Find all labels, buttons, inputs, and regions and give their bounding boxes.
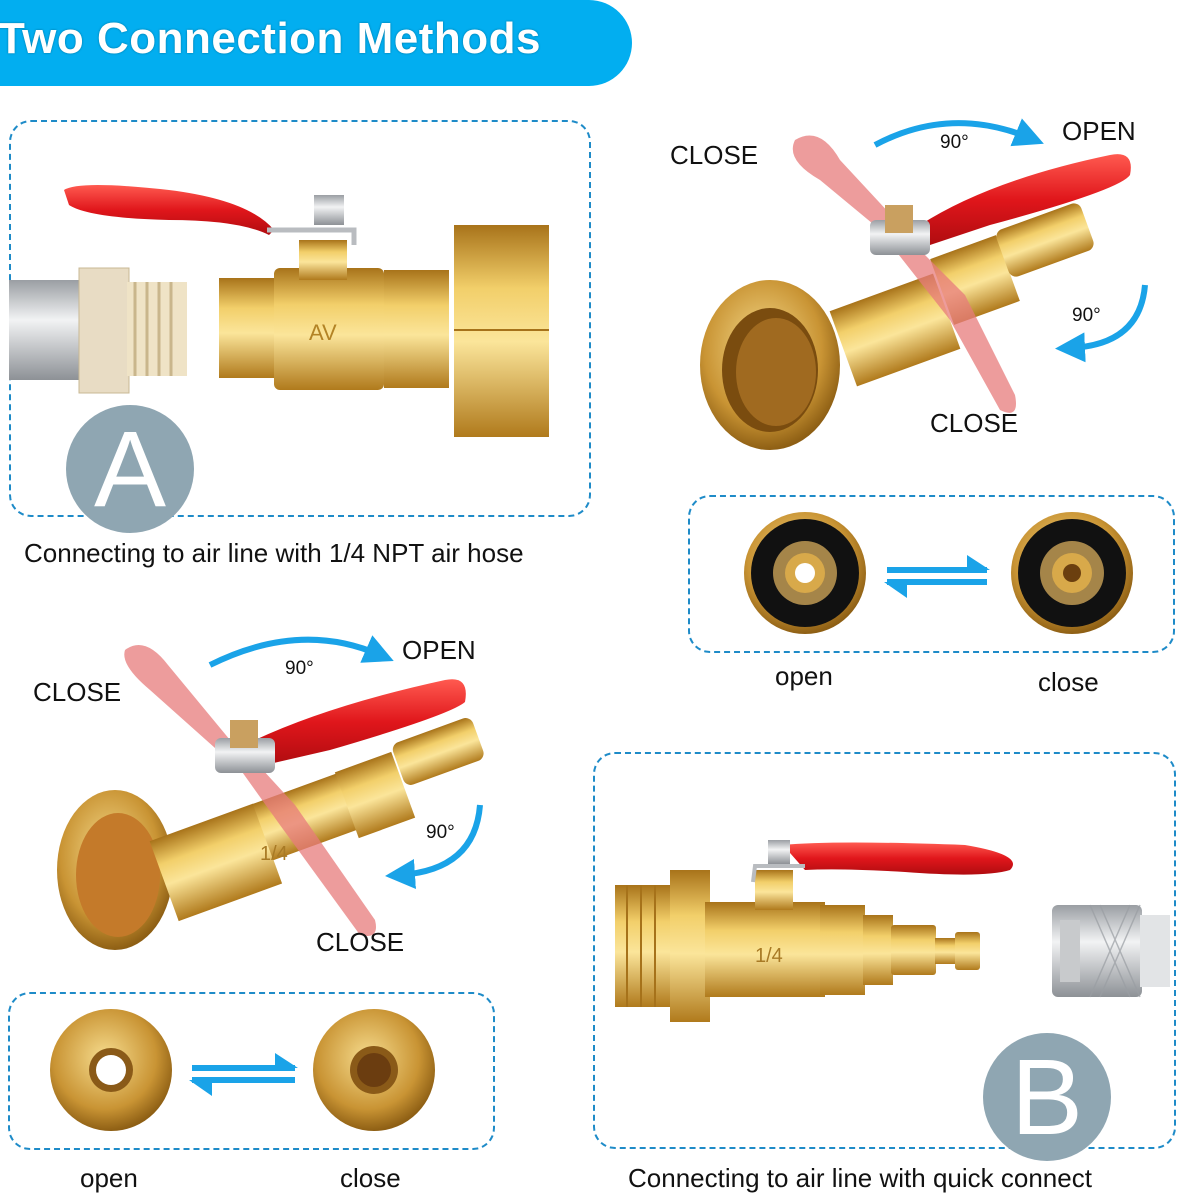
state-panel-right-illustration <box>744 512 1133 634</box>
method-a-illustration: AV <box>9 185 549 437</box>
coupling-hex <box>820 905 865 995</box>
angle-label-top: 90° <box>940 132 969 153</box>
valve-stamp: 1/4 <box>755 945 783 967</box>
state-label-close-2: close <box>340 1163 401 1193</box>
handle-closed-ghost-2 <box>895 240 1016 413</box>
valve-stem-boss <box>755 870 793 910</box>
quick-plug <box>891 925 936 975</box>
angle-label-right: 90° <box>1072 305 1101 326</box>
valve-outlet <box>384 270 449 388</box>
valve-handle-red <box>783 842 1013 875</box>
rotate-arrow-top-icon <box>873 118 1044 148</box>
handle-closed-ghost-1 <box>792 135 905 238</box>
valve-stamp: AV <box>309 320 337 345</box>
quick-coupler-female <box>1052 904 1170 998</box>
valve-stem-nut <box>885 205 913 233</box>
female-hose-nut <box>700 280 840 450</box>
valve-stamp: 1/4 <box>260 843 288 865</box>
valve-inlet-hex <box>219 278 279 378</box>
hose-thread <box>127 282 187 376</box>
label-open-2: OPEN <box>402 635 476 665</box>
quick-plug <box>392 718 484 785</box>
method-b-badge: B <box>983 1033 1111 1161</box>
method-b-caption: Connecting to air line with quick connec… <box>628 1163 1092 1193</box>
coupling-hex <box>334 751 416 839</box>
valve-stem-nut <box>230 720 258 748</box>
page-title: Two Connection Methods <box>0 14 542 63</box>
swap-arrows-icon-2 <box>189 1053 298 1096</box>
label-close-left: CLOSE <box>670 140 759 170</box>
state-panel-right <box>688 495 1175 653</box>
method-b-illustration: 1/4 <box>615 840 1170 1022</box>
method-b-panel <box>593 752 1176 1149</box>
valve-body <box>149 803 283 922</box>
male-hose-thread <box>57 790 173 950</box>
handle-closed-ghost-1 <box>124 645 230 748</box>
state-label-open: open <box>775 661 833 691</box>
valve-body <box>829 273 961 387</box>
angle-label-right-2: 90° <box>426 822 455 843</box>
valve-body <box>274 268 384 390</box>
state-panel-left-illustration <box>50 1009 435 1131</box>
rotate-arrow-right-icon <box>385 804 483 889</box>
valve-stem-boss <box>299 240 347 280</box>
rotate-arrow-top-icon <box>208 635 394 668</box>
label-close-left-2: CLOSE <box>33 677 122 707</box>
valve-stem-nut <box>314 195 344 225</box>
state-label-close: close <box>1038 667 1099 697</box>
nozzle-closed-view <box>313 1009 435 1131</box>
method-a-badge: A <box>66 405 194 533</box>
method-a-caption: Connecting to air line with 1/4 NPT air … <box>24 538 524 568</box>
valve-diagram-bottom-left: 1/4 <box>57 635 484 950</box>
rotate-arrow-right-icon <box>1055 284 1148 363</box>
male-hose-thread <box>615 885 675 1007</box>
coupler-open-view <box>744 512 866 634</box>
label-open: OPEN <box>1062 116 1136 146</box>
label-close-bottom-2: CLOSE <box>316 927 405 957</box>
hose-hex <box>670 870 710 1022</box>
nozzle-open-view <box>50 1009 172 1131</box>
label-close-bottom: CLOSE <box>930 408 1019 438</box>
quick-plug <box>996 203 1094 277</box>
valve-stem-nut <box>768 840 790 864</box>
title-banner: Two Connection Methods <box>0 0 632 86</box>
state-label-open-2: open <box>80 1163 138 1193</box>
swap-arrows-icon <box>884 555 990 598</box>
hose-hex-nut <box>78 267 130 394</box>
valve-handle-red <box>64 185 274 235</box>
angle-label-top-2: 90° <box>285 658 314 679</box>
handle-closed-ghost-2 <box>230 745 376 936</box>
valve-diagram-top-right <box>700 118 1148 450</box>
valve-handle-red <box>920 154 1131 245</box>
valve-handle-red <box>255 679 466 765</box>
air-hose <box>9 280 89 380</box>
coupler-closed-view <box>1011 512 1133 634</box>
state-panel-left <box>8 992 495 1150</box>
valve-body <box>705 902 825 997</box>
